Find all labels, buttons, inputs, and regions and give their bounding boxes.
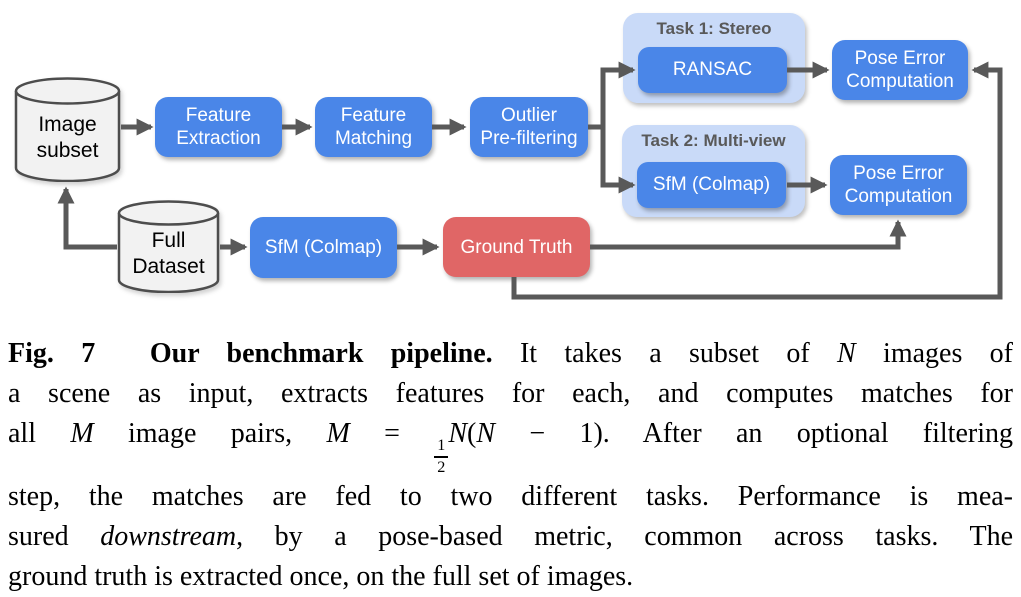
caption-text-segment: downstream <box>100 520 237 552</box>
arrow-fulldataset-to-imagesubset <box>57 186 117 250</box>
caption-text-segment: sured <box>8 520 101 552</box>
task2-title: Task 2: Multi-view <box>641 131 786 150</box>
ransac-box: RANSAC <box>638 47 787 93</box>
cylinder-shape-icon <box>14 77 121 182</box>
sfm-colmap-multiview-box: SfM (Colmap) <box>637 162 786 208</box>
caption-text-segment: images of <box>855 338 1013 369</box>
caption-text-segment: − 1). After an optional filtering <box>495 418 1013 449</box>
task1-stereo-group: Task 1: Stereo RANSAC <box>623 13 805 103</box>
caption-text-segment: ground truth is extracted once, on the f… <box>8 560 634 592</box>
caption-text-segment: image pairs, <box>93 418 327 449</box>
ground-truth-box: Ground Truth <box>443 217 590 277</box>
caption-line: a scene as input, extracts features for … <box>8 374 1013 414</box>
image-subset-cylinder: Image subset <box>14 77 121 182</box>
sfm-colmap-box: SfM (Colmap) <box>250 217 397 278</box>
full-dataset-cylinder: Full Dataset <box>117 200 220 293</box>
cylinder-shape-icon <box>117 200 220 293</box>
caption-text-segment: Fig. 7 <box>8 338 96 369</box>
figure-caption: Fig. 7 Our benchmark pipeline. It takes … <box>0 330 1021 597</box>
outlier-prefiltering-box: Outlier Pre-filtering <box>470 97 588 157</box>
pipeline-diagram: Task 1: Stereo RANSAC Task 2: Multi-view… <box>14 13 1003 300</box>
caption-text-segment: N <box>837 338 856 369</box>
task1-title: Task 1: Stereo <box>656 19 772 38</box>
caption-text-segment: step, the matches are fed to two differe… <box>8 480 1013 512</box>
caption-text-segment: N <box>476 418 496 449</box>
caption-text-segment: = <box>349 418 435 449</box>
pose-error-computation-multiview-box: Pose Error Computation <box>830 155 967 215</box>
arrow-groundtruth-to-poseerror2 <box>590 219 907 250</box>
task2-multiview-group: Task 2: Multi-view SfM (Colmap) <box>622 125 805 217</box>
caption-line: sured downstream, by a pose-based metric… <box>8 517 1013 557</box>
caption-text-segment <box>95 338 150 369</box>
caption-text-segment: , by a pose-based metric, common across … <box>236 520 1013 552</box>
caption-text-segment: all <box>8 418 71 449</box>
paper-figure: Task 1: Stereo RANSAC Task 2: Multi-view… <box>8 13 1013 592</box>
caption-text-segment: Our benchmark pipeline. <box>149 338 493 369</box>
caption-text-segment: a scene as input, extracts features for … <box>8 378 1013 409</box>
caption-text-segment: M <box>70 418 94 449</box>
caption-line: ground truth is extracted once, on the f… <box>8 557 1013 597</box>
full-dataset-label: Full Dataset <box>132 228 205 278</box>
feature-extraction-box: Feature Extraction <box>155 97 282 157</box>
caption-text-segment: M <box>326 418 350 449</box>
image-subset-label: Image subset <box>36 112 99 162</box>
caption-line: step, the matches are fed to two differe… <box>8 477 1013 517</box>
caption-text-segment: It takes a subset of <box>492 338 838 369</box>
caption-line: Fig. 7 Our benchmark pipeline. It takes … <box>8 334 1013 374</box>
pose-error-computation-stereo-box: Pose Error Computation <box>832 40 968 100</box>
caption-text-segment: ( <box>467 418 477 449</box>
caption-text-segment: N <box>448 418 468 449</box>
feature-matching-box: Feature Matching <box>315 97 432 157</box>
